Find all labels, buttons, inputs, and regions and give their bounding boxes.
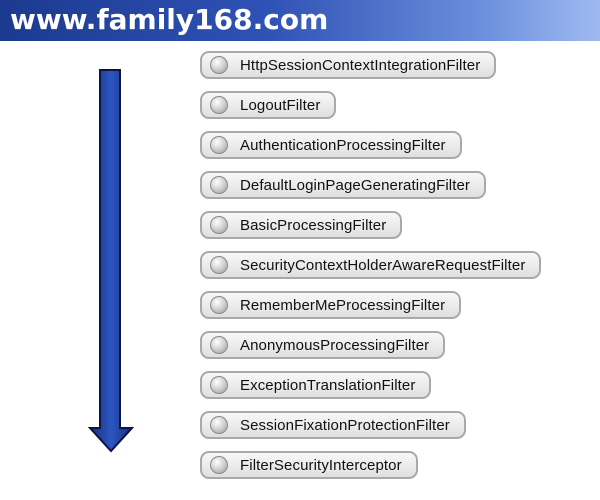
filter-item: SessionFixationProtectionFilter bbox=[200, 411, 466, 439]
bullet-icon bbox=[210, 256, 228, 274]
bullet-icon bbox=[210, 376, 228, 394]
bullet-icon bbox=[210, 296, 228, 314]
bullet-icon bbox=[210, 136, 228, 154]
filter-item: RememberMeProcessingFilter bbox=[200, 291, 462, 319]
header-banner: www.family168.com bbox=[0, 0, 600, 41]
site-url-title: www.family168.com bbox=[10, 3, 329, 36]
filter-item: BasicProcessingFilter bbox=[200, 211, 403, 239]
filter-item-label: SessionFixationProtectionFilter bbox=[240, 416, 450, 434]
filter-item: DefaultLoginPageGeneratingFilter bbox=[200, 171, 487, 199]
down-arrow-icon bbox=[88, 69, 134, 453]
filter-item-label: LogoutFilter bbox=[240, 96, 321, 114]
filter-item-label: RememberMeProcessingFilter bbox=[240, 296, 446, 314]
filter-item-label: BasicProcessingFilter bbox=[240, 216, 387, 234]
bullet-icon bbox=[210, 176, 228, 194]
filter-item-label: ExceptionTranslationFilter bbox=[240, 376, 416, 394]
filter-item: SecurityContextHolderAwareRequestFilter bbox=[200, 251, 542, 279]
filter-item: FilterSecurityInterceptor bbox=[200, 451, 418, 479]
bullet-icon bbox=[210, 216, 228, 234]
filter-item: AnonymousProcessingFilter bbox=[200, 331, 446, 359]
filter-item-label: FilterSecurityInterceptor bbox=[240, 456, 402, 474]
filter-item: HttpSessionContextIntegrationFilter bbox=[200, 51, 497, 79]
filter-item-label: AnonymousProcessingFilter bbox=[240, 336, 430, 354]
bullet-icon bbox=[210, 416, 228, 434]
filter-item-label: AuthenticationProcessingFilter bbox=[240, 136, 446, 154]
bullet-icon bbox=[210, 56, 228, 74]
filter-item: LogoutFilter bbox=[200, 91, 337, 119]
filter-item-label: HttpSessionContextIntegrationFilter bbox=[240, 56, 481, 74]
filter-item-label: DefaultLoginPageGeneratingFilter bbox=[240, 176, 471, 194]
filter-item: AuthenticationProcessingFilter bbox=[200, 131, 462, 159]
bullet-icon bbox=[210, 96, 228, 114]
bullet-icon bbox=[210, 336, 228, 354]
bullet-icon bbox=[210, 456, 228, 474]
filter-item: ExceptionTranslationFilter bbox=[200, 371, 432, 399]
filter-item-label: SecurityContextHolderAwareRequestFilter bbox=[240, 256, 526, 274]
